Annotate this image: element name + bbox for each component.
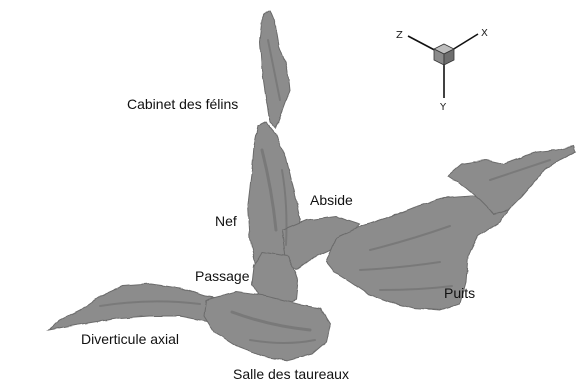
z-axis-label: Z: [396, 30, 403, 41]
y-axis-label: Y: [439, 102, 447, 113]
label-nef: Nef: [215, 213, 237, 229]
label-salle-des-taureaux: Salle des taureaux: [233, 366, 349, 382]
label-cabinet-des-felins: Cabinet des félins: [127, 96, 238, 112]
label-passage: Passage: [195, 268, 249, 284]
label-diverticule-axial: Diverticule axial: [81, 331, 179, 347]
label-puits: Puits: [444, 285, 475, 301]
gallery-cabinet-des-felins: [260, 10, 290, 128]
orientation-cube-icon: [434, 44, 454, 65]
gallery-puits: [326, 196, 510, 310]
axis-triad[interactable]: Z X Y: [396, 28, 488, 113]
label-abside: Abside: [310, 192, 353, 208]
gallery-salle-des-taureaux: [204, 292, 330, 360]
x-axis-label: X: [481, 28, 488, 39]
